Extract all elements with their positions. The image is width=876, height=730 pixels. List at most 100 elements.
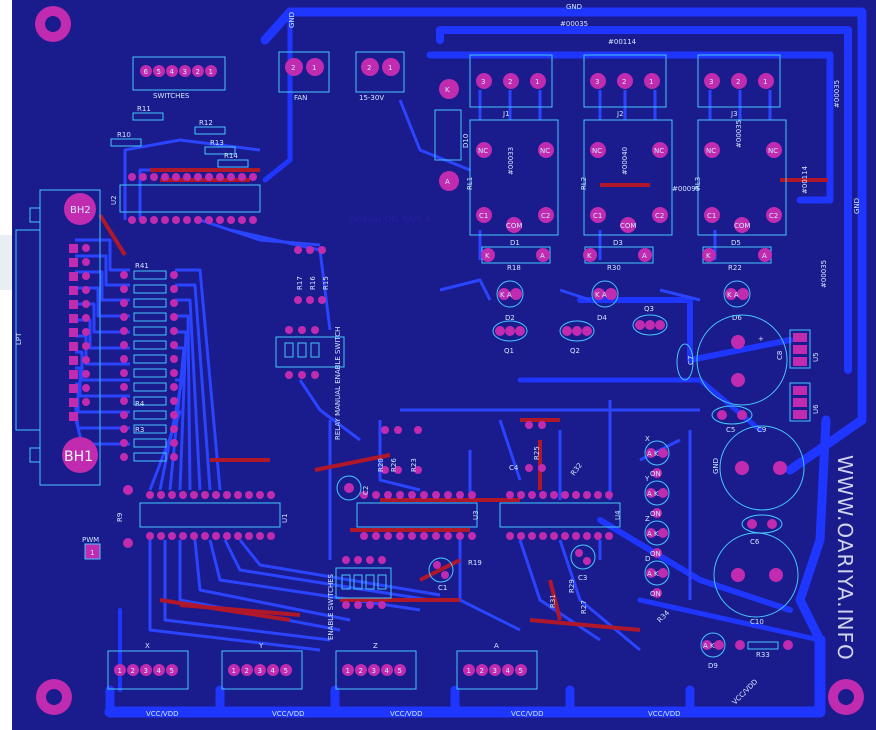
lpt-pin <box>69 258 78 267</box>
u2-pin <box>183 173 191 181</box>
svg-text:K A: K A <box>595 291 607 299</box>
svg-text:R26: R26 <box>390 458 398 472</box>
switch-pad <box>354 556 362 564</box>
u2-ic: U2 <box>110 173 261 224</box>
switch-pad <box>298 371 306 379</box>
resistor-pad <box>414 426 422 434</box>
svg-text:1: 1 <box>763 78 767 86</box>
resistor-pad <box>394 466 402 474</box>
u2-pin <box>205 173 213 181</box>
u3-pin <box>432 491 440 499</box>
axis-pin-number: 3 <box>372 667 376 675</box>
lpt-pin <box>69 342 78 351</box>
relay-block-3: 3 2 1 J3 NC NC RL3 C1 COM C2 <box>694 54 787 236</box>
left-margin-mark <box>0 235 12 290</box>
led-pad <box>646 568 656 578</box>
u4-pin <box>517 532 525 540</box>
svg-text:2: 2 <box>367 64 371 72</box>
ladder-resistor <box>133 410 167 420</box>
net-00114-right: #00114 <box>801 165 809 194</box>
axis-connector-pin <box>127 664 139 676</box>
svg-text:VCC/VDD: VCC/VDD <box>390 710 423 718</box>
svg-text:Q1: Q1 <box>504 347 514 355</box>
u1-pin <box>256 491 264 499</box>
u2-pin <box>216 173 224 181</box>
u2-pin <box>183 216 191 224</box>
u3-pin <box>372 491 380 499</box>
lpt-pin <box>82 342 90 350</box>
relay-enable-switch: RELAY MANUAL ENABLE SWITCH R17 R16 R15 <box>275 246 345 440</box>
axis-connector-pin <box>463 664 475 676</box>
switch-pad <box>298 326 306 334</box>
u4-pin <box>605 532 613 540</box>
ladder-pad <box>170 327 178 335</box>
ladder-pad <box>170 299 178 307</box>
u1-pin <box>157 532 165 540</box>
svg-text:U5: U5 <box>812 352 820 362</box>
lpt-pin <box>82 286 90 294</box>
u1-pin <box>256 532 264 540</box>
u2-pin <box>227 173 235 181</box>
u2-pin <box>194 216 202 224</box>
relay-block-2: 3 2 1 J2 NC NC RL2 C1 COM C2 <box>580 54 673 236</box>
resistor-pad <box>306 296 314 304</box>
svg-text:NC: NC <box>768 147 778 155</box>
svg-text:1: 1 <box>90 549 94 557</box>
svg-text:GND: GND <box>712 458 720 474</box>
u1-pin <box>245 532 253 540</box>
u3-pin <box>396 491 404 499</box>
svg-text:2: 2 <box>736 78 740 86</box>
u2-pin <box>238 216 246 224</box>
u4-pin <box>517 491 525 499</box>
svg-text:U2: U2 <box>110 195 118 205</box>
resistor-pad <box>318 246 326 254</box>
ladder-resistor <box>133 452 167 462</box>
svg-text:U1: U1 <box>281 513 289 523</box>
ladder-resistor <box>133 340 167 350</box>
axis-connector-body <box>221 650 303 690</box>
u3-pin <box>420 532 428 540</box>
svg-text:D1: D1 <box>510 239 520 247</box>
u3-pin <box>408 532 416 540</box>
axis-connector-label: A <box>494 642 499 650</box>
resistor-pad <box>414 466 422 474</box>
switch-header-pin <box>179 65 191 77</box>
switch-pin-number: 4 <box>170 68 175 76</box>
u1-pin <box>168 532 176 540</box>
svg-text:U4: U4 <box>614 510 622 520</box>
u2-pin <box>172 173 180 181</box>
resistor-pad <box>538 464 546 472</box>
u3-pin <box>468 532 476 540</box>
switch-pad <box>311 326 319 334</box>
led-row: K A D2 K A D4 K A D6 <box>496 280 751 322</box>
led-pin-label: A K <box>647 570 659 578</box>
axis-connector-body <box>107 650 189 690</box>
u4-pin <box>572 491 580 499</box>
svg-text:VCC/VDD: VCC/VDD <box>272 710 305 718</box>
ladder-pad <box>120 397 128 405</box>
ladder-pad <box>120 285 128 293</box>
switch-pad <box>354 601 362 609</box>
switch-header-pin <box>205 65 217 77</box>
svg-text:A: A <box>642 252 647 260</box>
u4-pin <box>561 491 569 499</box>
on-label: ON <box>650 550 661 558</box>
ladder-pad <box>120 271 128 279</box>
svg-text:R15: R15 <box>322 276 330 290</box>
ladder-pad <box>120 313 128 321</box>
u1-pin <box>245 491 253 499</box>
axis-connector-pin <box>342 664 354 676</box>
axis-pin-number: 5 <box>519 667 523 675</box>
u1-pin <box>201 491 209 499</box>
switch-pad <box>285 371 293 379</box>
switch-pad <box>378 556 386 564</box>
switch-header-pin <box>153 65 165 77</box>
svg-text:NC: NC <box>706 147 716 155</box>
lpt-pin <box>69 412 78 421</box>
ladder-pad <box>120 383 128 391</box>
u2-pin <box>150 216 158 224</box>
lpt-pin <box>69 286 78 295</box>
u1-pin <box>190 491 198 499</box>
svg-text:C3: C3 <box>578 574 587 582</box>
svg-text:C6: C6 <box>750 538 760 546</box>
